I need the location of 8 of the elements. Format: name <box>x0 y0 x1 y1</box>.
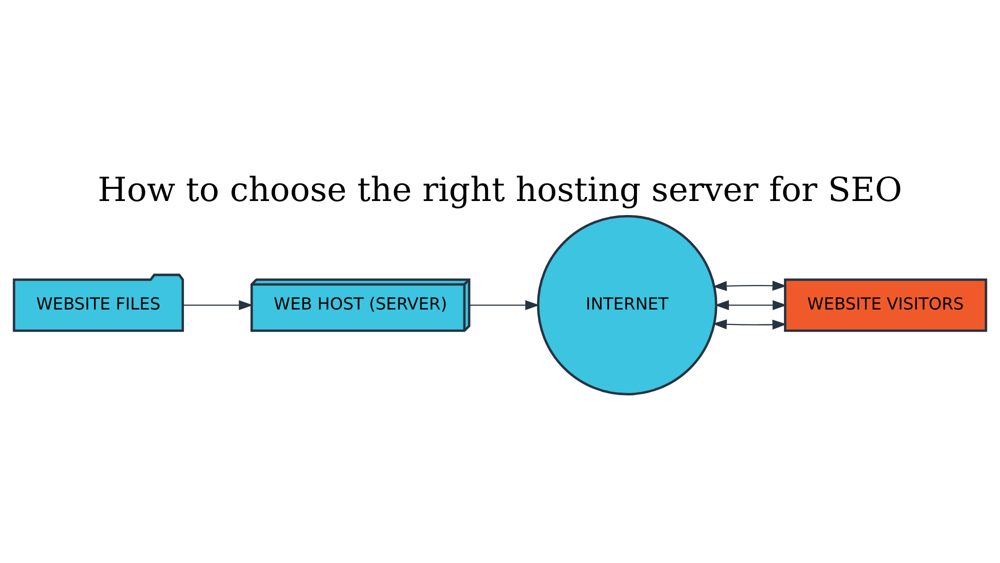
diagram-title: How to choose the right hosting server for SEO <box>98 170 902 209</box>
arrow <box>182 300 254 310</box>
node-box: WEBSITE VISITORS <box>784 278 988 332</box>
arrow <box>470 300 540 310</box>
arrow <box>712 318 787 330</box>
arrow <box>714 300 787 310</box>
node-circle: INTERNET <box>536 214 718 395</box>
arrow <box>712 280 787 291</box>
